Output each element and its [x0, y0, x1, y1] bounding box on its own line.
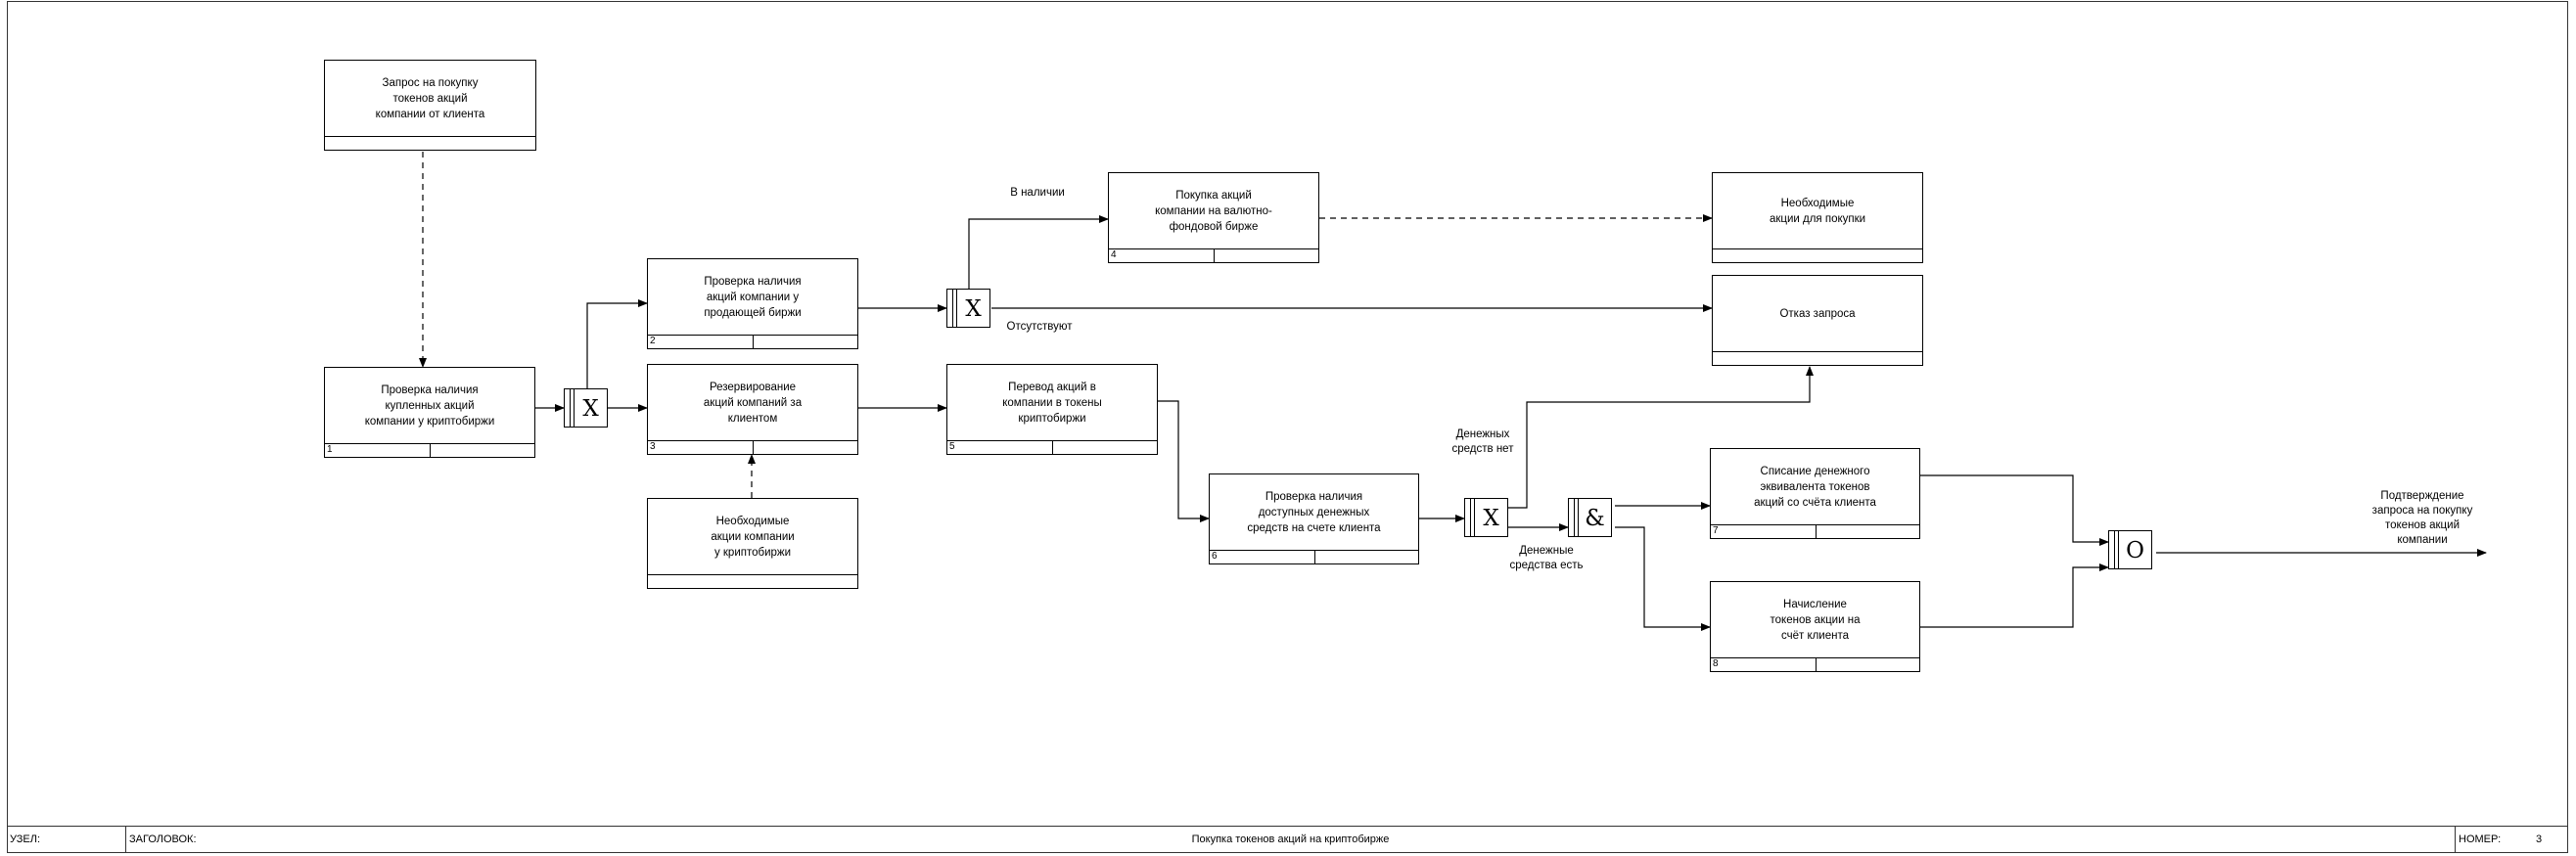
process-6-label: Проверка наличия доступных денежных сред…	[1247, 490, 1381, 534]
process-1: Проверка наличия купленных акций компани…	[324, 367, 535, 458]
node-cell: УЗЕЛ:	[7, 827, 126, 853]
process-6-number: 6	[1212, 551, 1218, 562]
process-2: Проверка наличия акций компании у продаю…	[647, 258, 858, 349]
junction-and: &	[1568, 498, 1612, 537]
process-5: Перевод акций в компании в токены крипто…	[946, 364, 1158, 455]
diagram-frame	[7, 1, 2568, 853]
junction-and-symbol: &	[1585, 506, 1605, 531]
note-no-money: Денежных средств нет	[1451, 428, 1514, 455]
object-needed-stocks-purchase-label: Необходимые акции для покупки	[1769, 197, 1866, 225]
link-j3-refusal	[1508, 366, 1814, 509]
node-label: УЗЕЛ:	[10, 833, 41, 845]
object-needed-stocks-purchase: Необходимые акции для покупки	[1712, 172, 1923, 263]
process-3-number: 3	[650, 441, 656, 452]
object-refusal-label: Отказ запроса	[1779, 307, 1856, 320]
process-5-number: 5	[949, 441, 955, 452]
note-absent: Отсутствуют	[1006, 321, 1073, 333]
junction-xor-2: X	[946, 289, 990, 328]
link-j2-p4	[968, 215, 1109, 289]
junction-or: O	[2108, 530, 2152, 569]
process-8-number: 8	[1713, 658, 1719, 669]
object-refusal: Отказ запроса	[1712, 275, 1923, 366]
title-cell: ЗАГОЛОВОК: Покупка токенов акций на крип…	[126, 827, 2456, 853]
process-2-number: 2	[650, 336, 656, 346]
link-p5-p6	[1158, 400, 1210, 522]
process-7: Списание денежного эквивалента токенов а…	[1710, 448, 1920, 539]
link-p8-j5	[1920, 563, 2109, 628]
process-4: Покупка акций компании на валютно- фондо…	[1108, 172, 1319, 263]
process-4-label: Покупка акций компании на валютно- фондо…	[1155, 189, 1272, 233]
object-request-label: Запрос на покупку токенов акций компании…	[375, 76, 485, 120]
junction-xor-3-symbol: X	[1483, 506, 1499, 531]
junction-xor-1: X	[564, 388, 608, 428]
process-1-label: Проверка наличия купленных акций компани…	[364, 383, 495, 428]
object-needed-stocks-exchange-label: Необходимые акции компании у криптобиржи	[711, 515, 795, 559]
link-p7-j5	[1920, 474, 2109, 546]
note-confirmation: Подтверждение запроса на покупку токенов…	[2371, 490, 2473, 546]
process-6: Проверка наличия доступных денежных сред…	[1209, 473, 1419, 564]
process-7-number: 7	[1713, 525, 1719, 536]
object-request: Запрос на покупку токенов акций компании…	[324, 60, 536, 151]
junction-or-symbol: O	[2126, 538, 2144, 563]
junction-xor-2-symbol: X	[965, 296, 982, 322]
junction-xor-3: X	[1464, 498, 1508, 537]
process-8-label: Начисление токенов акции на счёт клиента	[1770, 598, 1861, 642]
link-j1-p2	[586, 299, 648, 388]
title-block: УЗЕЛ: ЗАГОЛОВОК: Покупка токенов акций н…	[7, 826, 2568, 853]
diagram-number: 3	[2536, 833, 2543, 845]
number-label: НОМЕР:	[2459, 833, 2502, 845]
diagram-title: Покупка токенов акций на криптобирже	[1191, 833, 1390, 845]
process-2-label: Проверка наличия акций компании у продаю…	[704, 275, 802, 319]
note-has-money: Денежные средства есть	[1509, 545, 1584, 571]
process-7-label: Списание денежного эквивалента токенов а…	[1754, 465, 1876, 509]
process-3: Резервирование акций компаний за клиенто…	[647, 364, 858, 455]
note-available: В наличии	[1010, 187, 1065, 199]
link-j4-p8	[1615, 526, 1711, 631]
process-8: Начисление токенов акции на счёт клиента…	[1710, 581, 1920, 672]
process-1-number: 1	[327, 444, 333, 455]
junction-xor-1-symbol: X	[582, 396, 599, 422]
process-4-number: 4	[1111, 249, 1117, 260]
title-label: ЗАГОЛОВОК:	[129, 833, 197, 845]
process-5-label: Перевод акций в компании в токены крипто…	[1002, 381, 1102, 425]
process-3-label: Резервирование акций компаний за клиенто…	[703, 381, 803, 425]
object-needed-stocks-exchange: Необходимые акции компании у криптобиржи	[647, 498, 858, 589]
number-cell: НОМЕР: 3	[2456, 827, 2568, 853]
